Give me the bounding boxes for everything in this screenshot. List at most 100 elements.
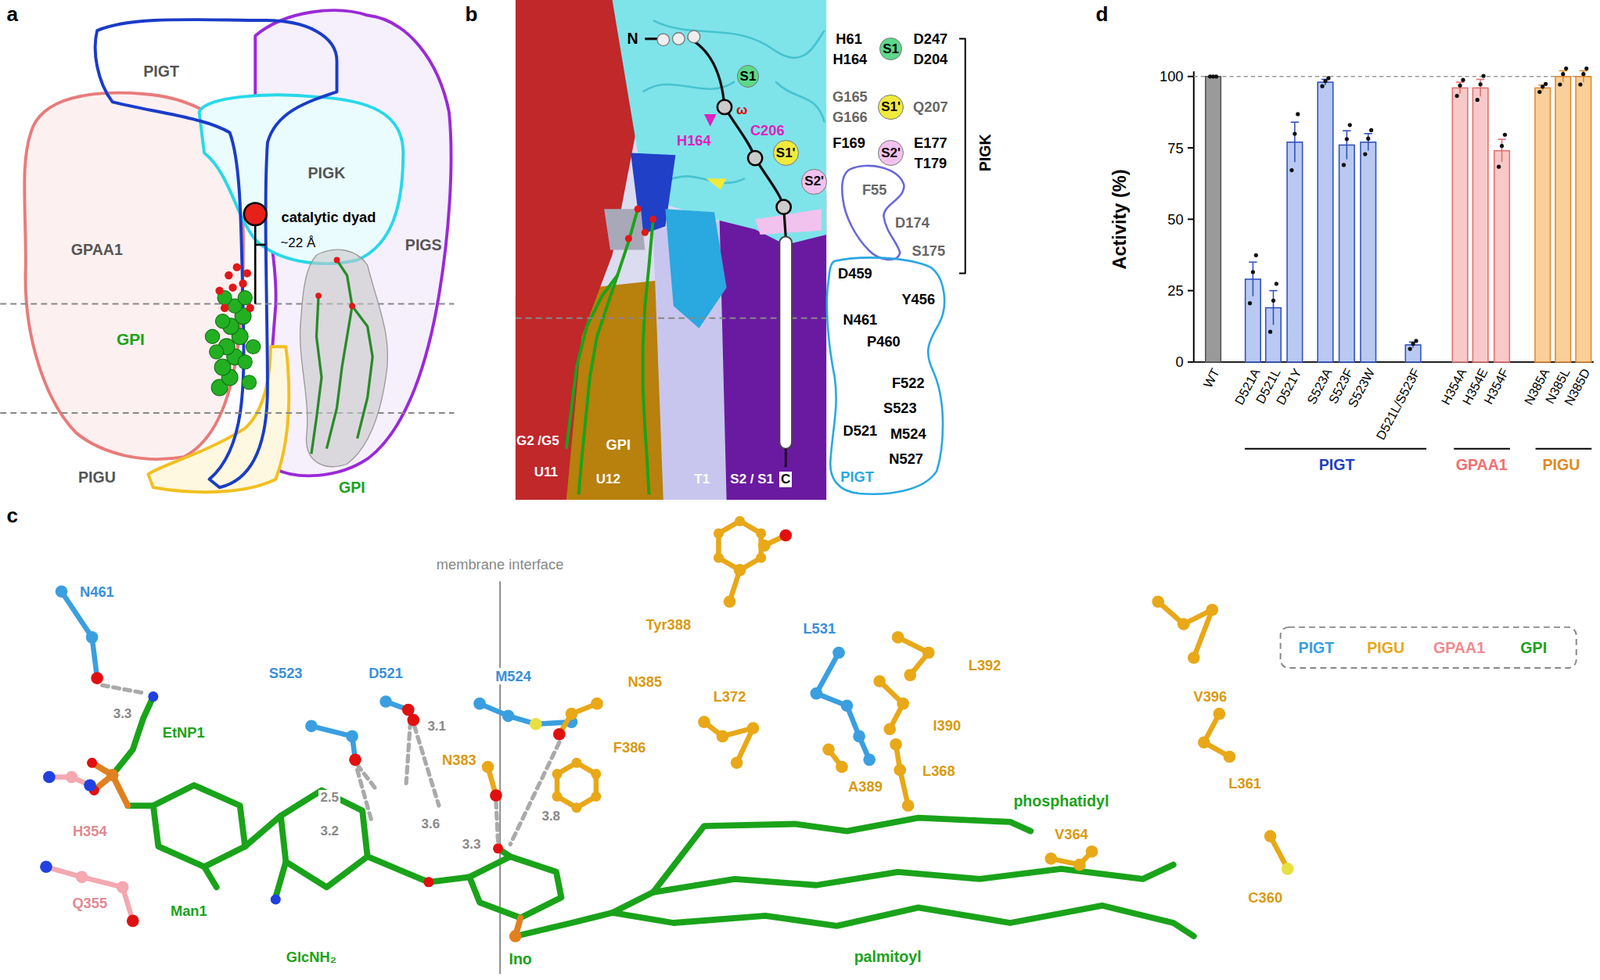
gpi-spheres [246, 339, 261, 354]
catalytic-marker [244, 202, 267, 304]
text-label: Y456 [901, 291, 935, 308]
atom [348, 754, 362, 767]
atom [832, 647, 845, 660]
bar [1205, 66, 1592, 363]
text-label: E177 [913, 134, 948, 152]
text-label: G166 [832, 108, 868, 126]
aromatic-ring [557, 762, 597, 808]
subsite-circle: S1' [773, 140, 799, 166]
aromatic-ring [718, 521, 761, 571]
panel-b-structure [717, 100, 732, 115]
text-label: PIGT [840, 468, 874, 486]
legend-entry: GPAA1 [1433, 639, 1485, 658]
atom [883, 722, 896, 736]
gpi-sticks [469, 856, 561, 918]
text-label: 3.3 [111, 706, 134, 723]
hydrogen-bond [357, 769, 372, 821]
text-label: 3.6 [420, 816, 443, 833]
atom [891, 631, 905, 644]
text-label: M524 [890, 425, 927, 443]
phosphate [92, 762, 522, 937]
atom [1264, 830, 1277, 843]
error-bar [1269, 290, 1277, 292]
catalytic-marker [254, 225, 257, 304]
subunit-label: PIGT [143, 62, 180, 81]
panel-b-structure [687, 30, 701, 44]
atom [83, 779, 97, 792]
residue-stick [46, 866, 134, 921]
bar [1452, 87, 1468, 362]
atom [492, 843, 504, 854]
atom [65, 771, 79, 784]
gpi-spheres [204, 329, 220, 344]
text-label: G165 [832, 88, 868, 105]
gpi-oxygens [215, 286, 223, 295]
data-point [1408, 346, 1413, 351]
text-label: PIGK [975, 134, 994, 173]
text-label: d [1096, 2, 1109, 26]
data-point [1499, 143, 1504, 148]
atom [1073, 859, 1086, 872]
gpi-oxygens [220, 304, 229, 313]
subunit-region: PIGS [405, 236, 443, 255]
text-label: S2 / S1 [729, 471, 774, 488]
text-label: D521 [366, 665, 405, 682]
text-label: 50 [1167, 211, 1183, 228]
text-label: L372 [711, 688, 748, 705]
error-bar [1272, 291, 1275, 326]
text-label: F169 [832, 134, 866, 152]
subunit-label: GPAA1 [71, 240, 123, 259]
text-label: PIGT [1319, 456, 1356, 475]
text-label: F522 [891, 374, 925, 392]
data-point [1578, 82, 1583, 87]
data-point [1341, 162, 1346, 167]
atom [379, 695, 392, 709]
subsite-label: S1 [740, 68, 757, 85]
text-label: 3.3 [460, 837, 483, 853]
gpi-oxygens [224, 271, 233, 280]
text-label: Ino [506, 950, 533, 969]
atom [758, 539, 771, 553]
axis-category-label: WT [1200, 366, 1223, 391]
data-point [1214, 74, 1219, 79]
data-point [1540, 84, 1545, 89]
data-point [1326, 75, 1331, 80]
catalytic-marker [244, 202, 267, 226]
panel-b-structure [515, 0, 827, 500]
density-map [348, 302, 356, 310]
data-point [1292, 131, 1297, 136]
error-bar [1501, 139, 1503, 162]
text-label: S523 [267, 665, 305, 682]
panel-b-structure [634, 205, 642, 213]
hydrogen-bond [510, 742, 560, 845]
gpi-oxygens [238, 279, 247, 288]
text-label: GPI [338, 478, 366, 497]
data-point [1475, 97, 1480, 102]
text-label: V396 [1191, 688, 1229, 705]
text-label: membrane interface [435, 556, 566, 573]
text-label: H61 [835, 30, 863, 47]
panel-b-structure [515, 0, 827, 500]
data-point [1581, 71, 1586, 76]
atom [565, 708, 579, 721]
atom [305, 720, 318, 734]
bar-chart-axes [1187, 361, 1194, 364]
atom [1205, 604, 1219, 617]
text-label: Activity (%) [1110, 168, 1132, 270]
text-label: A389 [846, 778, 885, 795]
data-point [1369, 128, 1374, 133]
residue-stick [559, 704, 597, 735]
atom [893, 764, 907, 777]
text-label: D459 [837, 265, 873, 282]
data-point [1460, 78, 1465, 83]
atom [590, 697, 604, 711]
density-map [352, 305, 373, 439]
hydrogen-bond [496, 801, 499, 843]
text-label: 2.5 [318, 790, 341, 806]
atom [481, 761, 495, 774]
atom [1197, 736, 1211, 749]
data-point [1289, 168, 1294, 173]
legend-box [1280, 627, 1577, 669]
gpi-sticks [367, 856, 470, 883]
error-bar [1367, 133, 1370, 152]
